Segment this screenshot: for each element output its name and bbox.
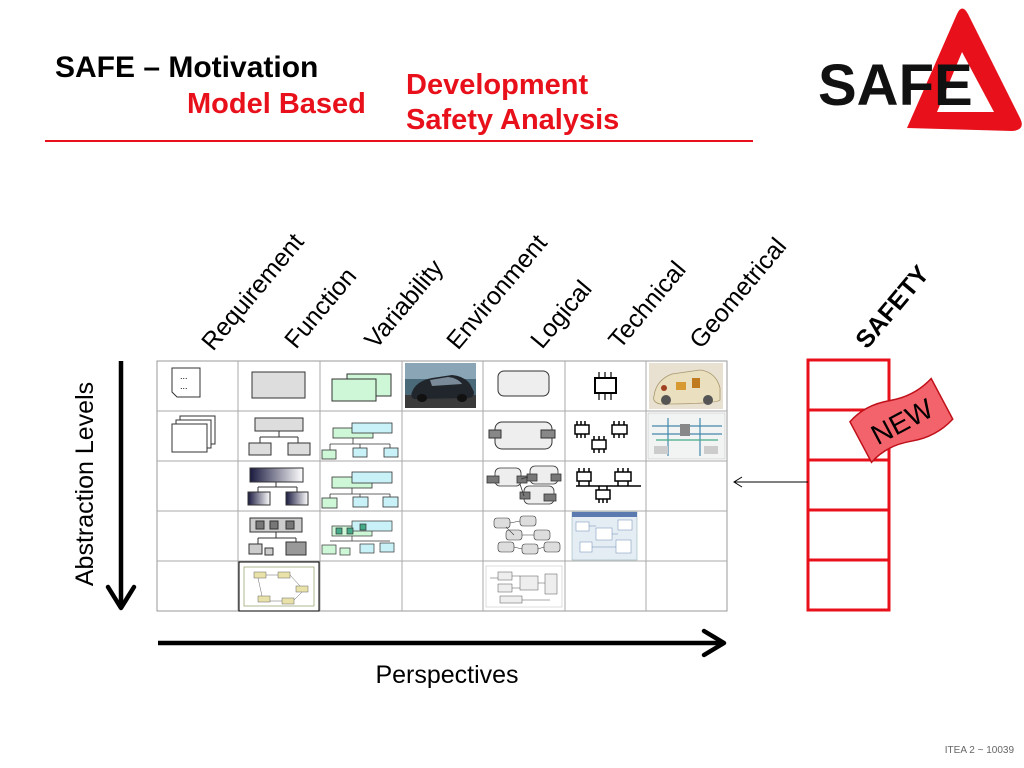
- cell-function-block-icon: [251, 371, 306, 399]
- subtitle-development-safety: Development Safety Analysis: [406, 68, 619, 138]
- cell-requirement-documents-stack-icon: [171, 415, 216, 453]
- safety-column: [806, 358, 891, 612]
- cell-variability-feature-tree-2-icon: [321, 471, 399, 509]
- cell-geometrical-car-cutaway-image: [649, 363, 723, 409]
- cell-geometrical-layout-diagram: [647, 412, 726, 460]
- grid-lines: [157, 361, 727, 611]
- cell-requirement-document-icon: ... ...: [171, 367, 201, 398]
- svg-text:...: ...: [180, 381, 188, 391]
- perspective-label-function: Function: [279, 262, 362, 353]
- perspective-label-geometrical: Geometrical: [684, 233, 792, 354]
- logo-text: SAFE: [818, 53, 973, 118]
- logo-triangle-icon: [907, 8, 1022, 131]
- cell-variability-feature-tree-3-icon: [321, 520, 395, 556]
- cell-function-statechart-icon: [238, 561, 320, 612]
- footer-id: ITEA 2 ~ 10039: [944, 745, 1014, 756]
- perspective-label-variability: Variability: [359, 254, 449, 354]
- pointer-arrow: [733, 476, 808, 488]
- cell-function-tree-gradient-icon: [247, 467, 309, 506]
- cell-technical-tool-screenshot: [571, 511, 638, 561]
- y-axis-label: Abstraction Levels: [71, 382, 99, 586]
- x-axis-label: Perspectives: [375, 661, 518, 689]
- cell-variability-feature-icon: [331, 373, 392, 402]
- subtitle-line-2: Safety Analysis: [406, 104, 620, 136]
- cell-logical-architecture-icon: [485, 565, 563, 608]
- cell-technical-chips-icon: [574, 421, 628, 453]
- cell-function-tree-detail-icon: [248, 517, 307, 556]
- perspective-labels: Requirement Function Variability Environ…: [196, 228, 935, 356]
- cell-logical-component-icon: [497, 370, 550, 397]
- svg-text:...: ...: [180, 371, 188, 381]
- cell-technical-bus-icon: [576, 468, 641, 503]
- perspective-label-logical: Logical: [525, 275, 597, 354]
- subtitle-line-1: Development: [406, 69, 589, 101]
- cell-technical-chip-icon: [594, 372, 617, 400]
- abstraction-arrow: [105, 361, 137, 611]
- title-underline: [45, 140, 753, 142]
- cell-logical-network-detail-icon: [493, 515, 561, 555]
- slide-title: SAFE – Motivation: [55, 51, 319, 84]
- cell-variability-feature-tree-icon: [321, 422, 399, 460]
- cell-function-tree-icon: [248, 417, 311, 456]
- cell-environment-car-photo: [405, 363, 476, 408]
- safety-label: SAFETY: [850, 260, 935, 354]
- perspectives-arrow: [158, 628, 727, 658]
- cell-logical-component-ports-icon: [488, 421, 556, 450]
- cell-logical-component-network-icon: [486, 465, 562, 505]
- subtitle-model-based: Model Based: [187, 88, 366, 120]
- safe-logo: SAFE: [818, 8, 1022, 131]
- perspective-label-technical: Technical: [603, 256, 691, 354]
